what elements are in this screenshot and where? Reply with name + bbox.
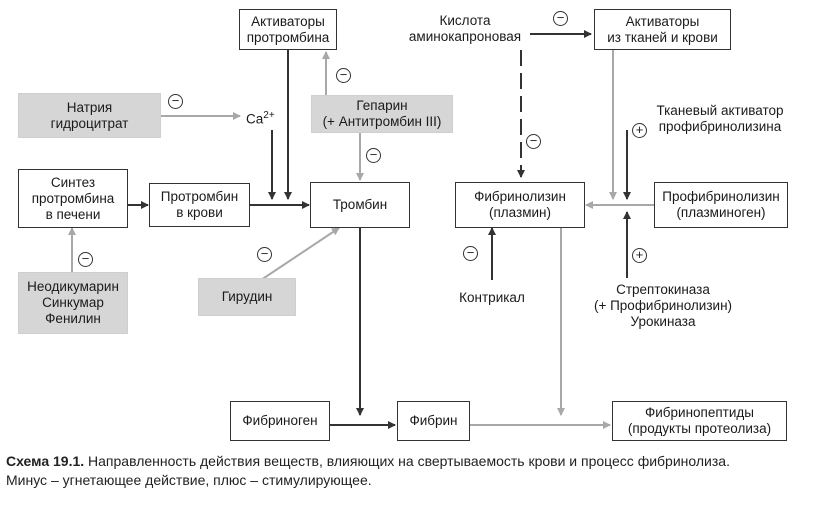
prothrombin-blood-box: Протромбин в крови (149, 183, 250, 227)
caption-legend: Минус – угнетающее действие, плюс – стим… (6, 472, 372, 488)
minus-sign-heparin-thrombin: − (366, 148, 381, 163)
minus-sign-aminocaproic: − (553, 11, 568, 26)
caption-title: Схема 19.1. (6, 453, 85, 469)
prothrombin-synthesis-box: Синтез протромбина в печени (18, 169, 128, 228)
caption-main: Схема 19.1. Направленность действия веще… (6, 452, 806, 471)
fibrinogen-box: Фибриноген (230, 401, 330, 441)
profibrinolysin-box: Профибринолизин (плазминоген) (654, 182, 788, 228)
hirudin-box: Гирудин (198, 278, 296, 316)
minus-sign-aminocaproic-fibrinolysin: − (526, 134, 541, 149)
calcium-label: Ca2+ (246, 108, 286, 128)
caption-text: Направленность действия веществ, влияющи… (84, 453, 730, 469)
aminocaproic-acid-label: Кислота аминокапроновая (408, 13, 522, 44)
minus-sign-heparin-activators: − (336, 68, 351, 83)
minus-sign-anticoagulants: − (78, 252, 93, 267)
figure-caption: Схема 19.1. Направленность действия веще… (6, 452, 806, 490)
fibrin-box: Фибрин (397, 401, 470, 441)
activators-prothrombin-box: Активаторы протромбина (239, 9, 337, 50)
calcium-charge: 2+ (263, 110, 275, 121)
thrombin-box: Тромбин (310, 182, 410, 228)
contrical-label: Контрикал (459, 290, 525, 305)
plus-sign-tissue-activator: + (632, 123, 647, 138)
activators-tissue-blood-box: Активаторы из тканей и крови (594, 9, 731, 50)
heparin-box: Гепарин (+ Антитромбин III) (311, 95, 453, 133)
arrow-hirudin-to-thrombin (257, 227, 340, 283)
calcium-symbol: Ca (246, 111, 264, 127)
fibrinolysin-box: Фибринолизин (плазмин) (455, 182, 585, 228)
tissue-activator-label: Тканевый активатор профибринолизина (656, 103, 784, 134)
minus-sign-hirudin: − (257, 247, 272, 262)
anticoagulants-box: Неодикумарин Синкумар Фенилин (18, 272, 128, 334)
minus-sign-contrical: − (463, 246, 478, 261)
plus-sign-streptokinase: + (632, 248, 647, 263)
minus-sign-hydrocitrate: − (168, 94, 183, 109)
fibrinopeptides-box: Фибринопептиды (продукты протеолиза) (612, 401, 787, 441)
streptokinase-label: Стрептокиназа (+ Профибринолизин) Урокин… (593, 282, 733, 329)
sodium-hydrocitrate-box: Натрия гидроцитрат (18, 93, 161, 138)
